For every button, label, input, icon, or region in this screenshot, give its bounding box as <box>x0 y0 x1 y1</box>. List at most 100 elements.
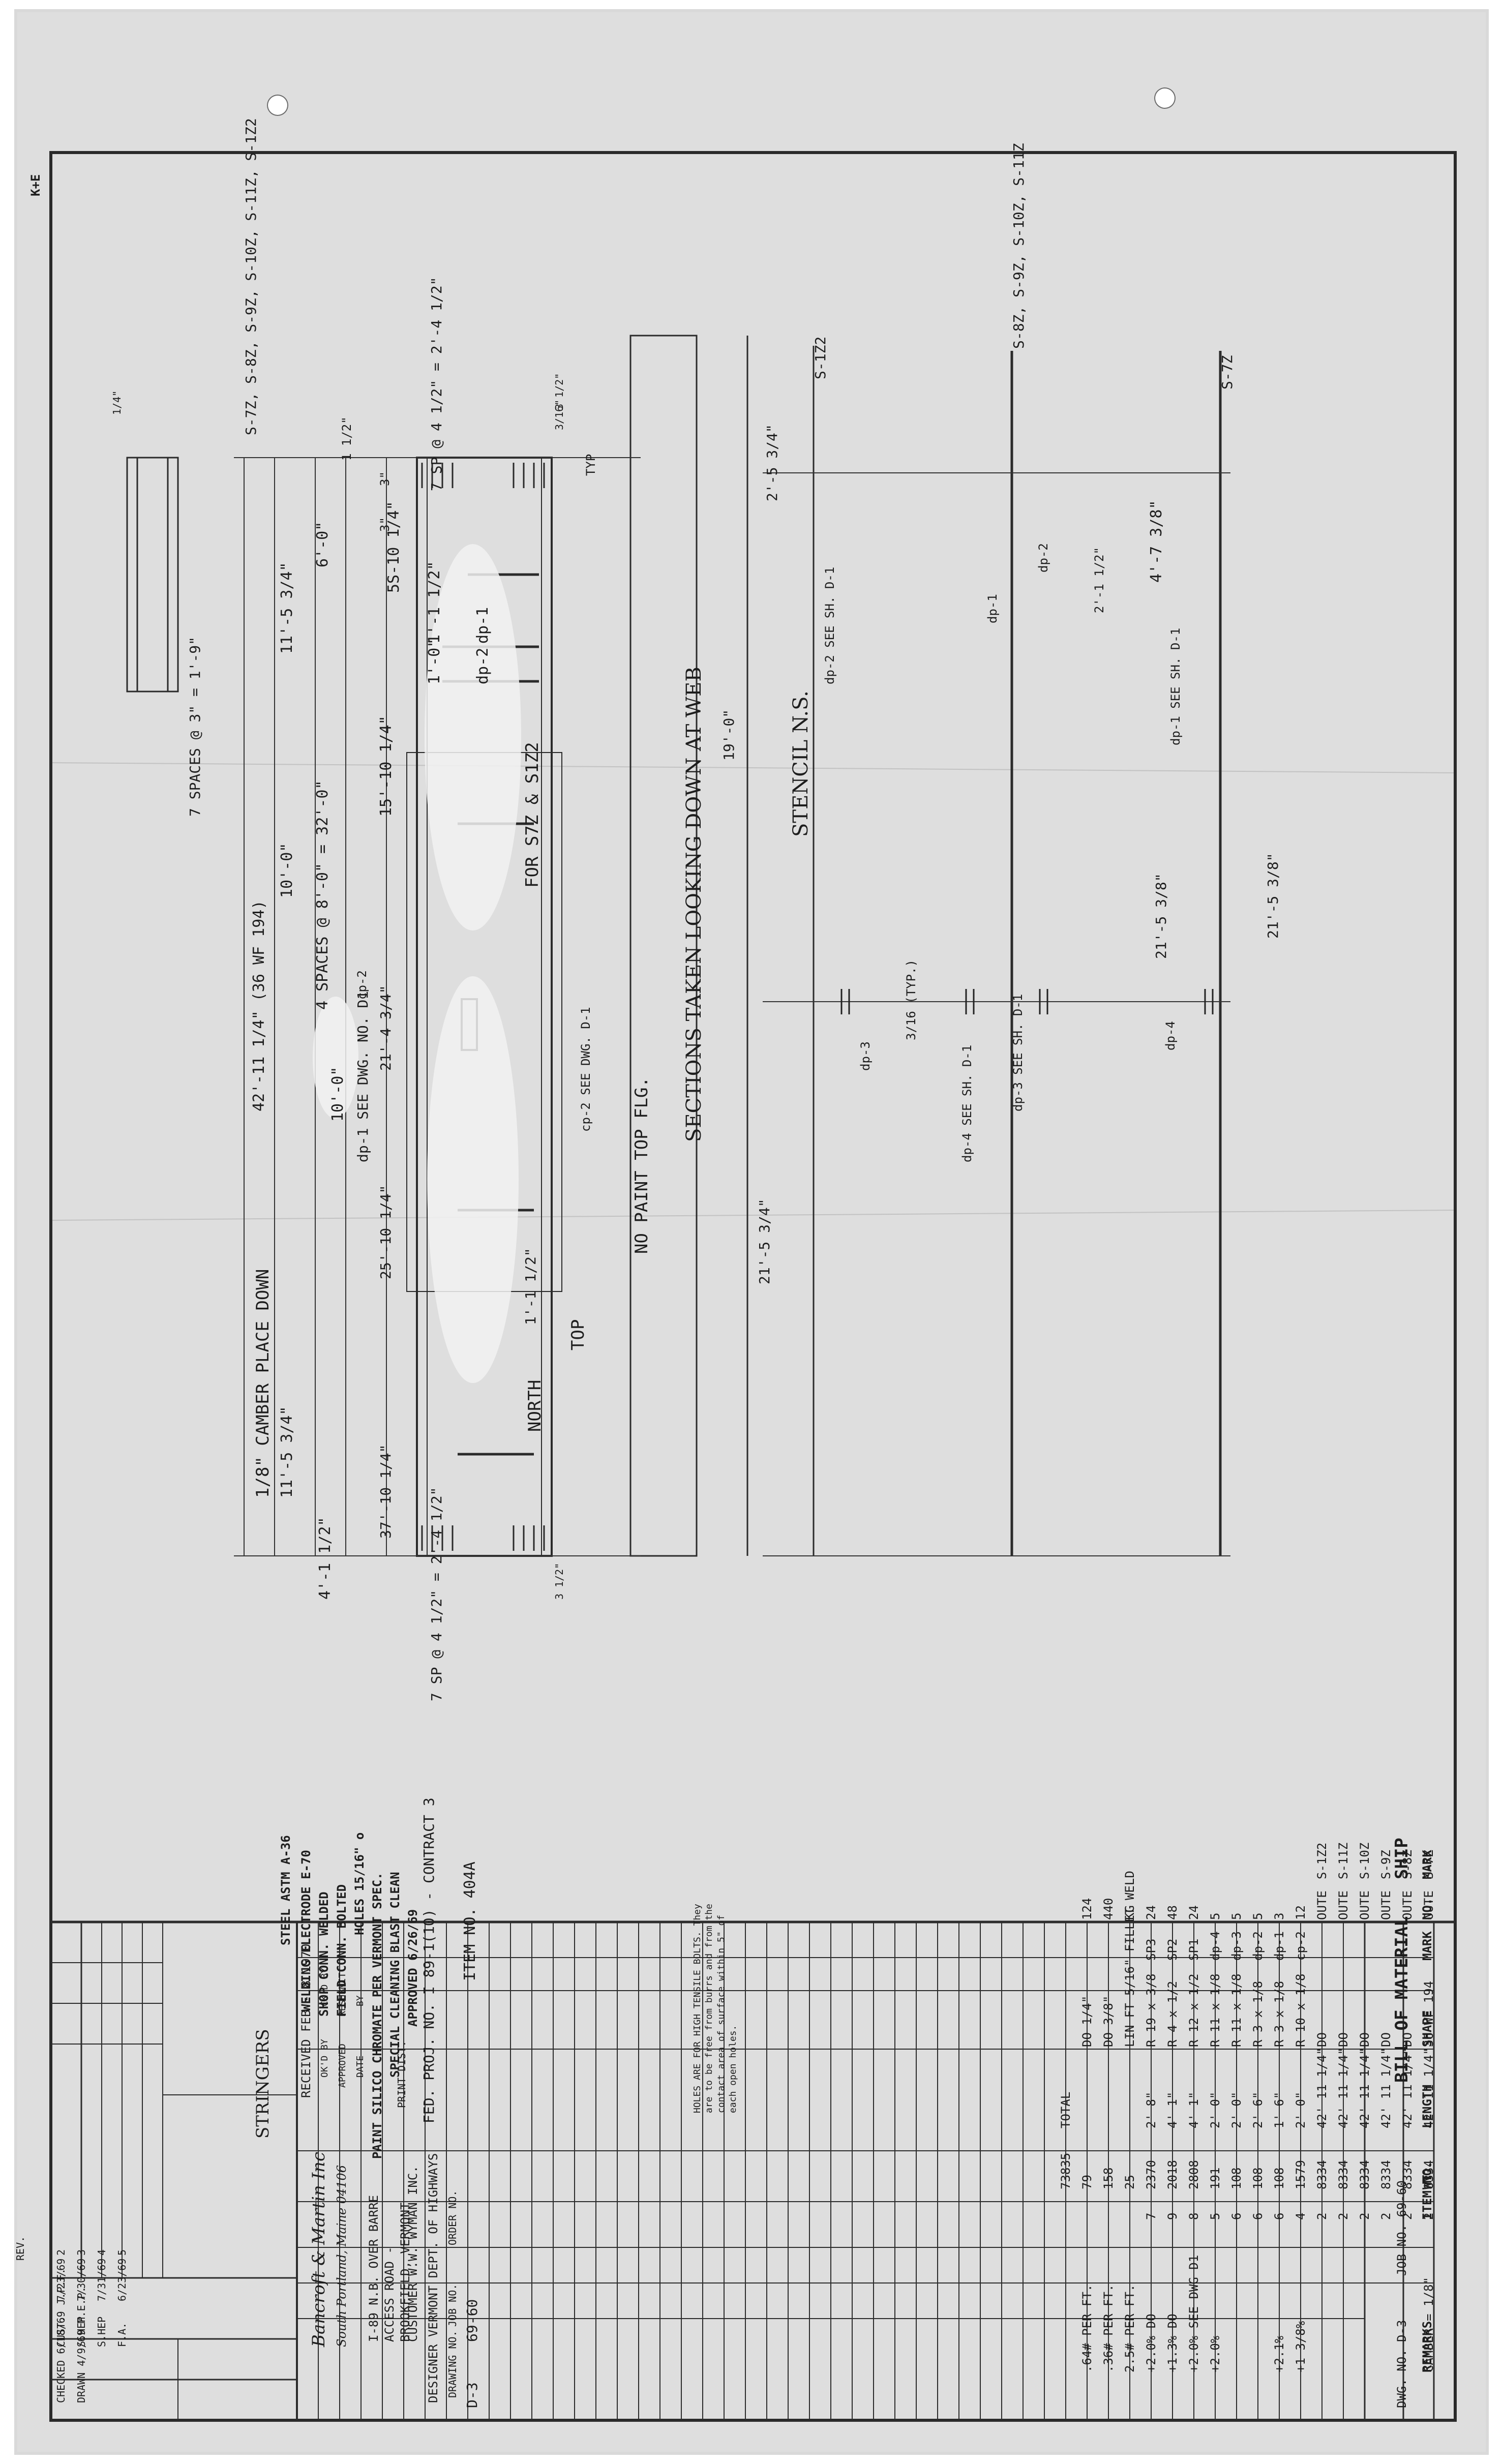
bom-cell-no: 5 <box>1208 1912 1222 1920</box>
tb-company-addr: South Portland, Maine 04106 <box>335 2165 349 2347</box>
dim-21-5: 21'-5 3/4" <box>756 1198 773 1284</box>
bom-cell-shape: 36 WF 194 <box>1422 1980 1436 2047</box>
tb-stringers: STRINGERS <box>253 2029 273 2139</box>
bom-cell-remarks: +2.1% <box>1272 2335 1286 2372</box>
rev-cell: S.HEP <box>75 2316 87 2347</box>
bom-cell-shape: R 3 x 1/8 <box>1251 1980 1265 2047</box>
tb-order-no: ORDER NO. <box>446 2190 459 2245</box>
bom-cell-item: 2 <box>1400 2212 1415 2220</box>
bom-cell-length: 2' 0" <box>1229 2091 1244 2128</box>
item-no: ITEM NO. 404A <box>461 1861 479 1981</box>
bom-cell-mark2: dp-2 <box>1251 1931 1265 1961</box>
bom-cell-shape: DO <box>1336 2032 1350 2047</box>
tb-job-no: 69-60 <box>464 2299 480 2342</box>
bom-cell-no: 24 <box>1187 1905 1201 1920</box>
bom-cell-no: OUTE <box>1315 1890 1329 1920</box>
bom-cell-length: TOTAL <box>1059 2091 1073 2128</box>
bom-cell-no: 24 <box>1144 1905 1158 1920</box>
typ-label: TYP <box>584 454 598 476</box>
dim-1-half: 1 1/2" <box>340 416 354 461</box>
tb-date: DATE <box>355 2055 366 2078</box>
bom-cell-shape: DO <box>1315 2032 1329 2047</box>
dim-19-0: 19'-0" <box>720 709 737 761</box>
bom-cell-length: 42' 11 1/4" <box>1315 2048 1329 2128</box>
bom-cell-length: 2' 0" <box>1294 2091 1308 2128</box>
bom-cell-shape: R 11 x 1/8 <box>1208 1973 1222 2048</box>
sheet-tag: K+E <box>28 174 43 196</box>
bom-cell-mark2: dp-1 <box>1272 1931 1286 1961</box>
bom-cell-shape: R 10 x 1/8 <box>1294 1973 1308 2048</box>
bom-cell-mark: S-9Z <box>1379 1850 1393 1879</box>
dim-6-0: 6'-0" <box>314 521 332 567</box>
bom-cell-item: 2 <box>1358 2212 1372 2220</box>
bom-cell-remarks: +1.3% DO <box>1165 2313 1180 2372</box>
bom-cell-wt: 2370 <box>1144 2160 1158 2189</box>
stencil-label: STENCIL N.S. <box>789 690 813 837</box>
bom-cell-wt: 8334 <box>1422 2160 1436 2189</box>
s82-group-label: S-8Z, S-9Z, S-10Z, S-11Z <box>1010 143 1027 349</box>
bom-cell-item: 2 <box>1379 2212 1393 2220</box>
bom-cell-length: 1' 6" <box>1272 2091 1286 2128</box>
bom-cell-mark: S-1Z2 <box>1315 1842 1329 1879</box>
north-label: NORTH <box>525 1379 545 1432</box>
bom-cell-item: 2 <box>1315 2212 1329 2220</box>
bom-cell-shape: LIN FT 5/16" FILLET WELD <box>1123 1871 1137 2047</box>
dim-1-4: 1/4" <box>111 390 123 415</box>
binder-hole-left <box>267 95 288 116</box>
tb-paint: PAINT SILICO CHROMATE PER VERMONT SPEC. <box>370 1872 384 2159</box>
dim-25-10: 25'-10 1/4" <box>377 1185 394 1279</box>
bom-cell-remarks: 2.5# PER FT. <box>1123 2284 1137 2372</box>
dim-3a: 3" <box>378 471 392 486</box>
for-s72-label: FOR S7Z & S1Z2 <box>522 742 543 888</box>
s72-label: S-7Z <box>1219 355 1236 389</box>
paint-smudges <box>313 544 521 1383</box>
dim-21-5-c: 21'-5 3/8" <box>1265 853 1281 939</box>
four-spaces-label: 4 SPACES @ 8'-0" = 32'-0" <box>314 780 332 1010</box>
bom-cell-wt: 108 <box>1251 2167 1265 2189</box>
bom-cell-mark: S-10Z <box>1358 1842 1372 1879</box>
dp1-label: dp-1 <box>474 607 492 644</box>
bom-cell-shape: DO 3/8" <box>1101 1995 1116 2047</box>
bom-cell-item: 6 <box>1251 2212 1265 2220</box>
bom-cell-length: 2' 8" <box>1144 2091 1158 2128</box>
bom-cell-wt: 1579 <box>1294 2160 1308 2189</box>
bom-cell-shape: DO <box>1379 2032 1393 2047</box>
bom-cell-shape: DO <box>1400 2032 1415 2047</box>
holes-note: HOLES ARE FOR HIGH TENSILE BOLTS. They a… <box>692 1904 739 2113</box>
bom-cell-mark: S-7Z <box>1422 1850 1436 1879</box>
dp4-label: dp-4 <box>1163 1021 1178 1050</box>
bom-cell-wt: 2808 <box>1187 2160 1201 2189</box>
bom-cell-wt: 73835 <box>1059 2152 1073 2189</box>
bom-cell-item: 7 <box>1144 2212 1158 2220</box>
dim-5-10: 5S-10 1/4" <box>385 501 403 593</box>
dp2-see-label: dp-2 SEE SH. D-1 <box>823 566 837 684</box>
dim-4-1: 4'-1 1/2" <box>316 1517 334 1600</box>
bom-cell-wt: 79 <box>1080 2175 1094 2189</box>
bom-cell-wt: 2018 <box>1165 2160 1180 2189</box>
tb-customer: CUSTOMER W.W. WYMAN INC. <box>406 2166 420 2342</box>
rev-cell: F.A. <box>116 2322 128 2347</box>
dp3-see-label: dp-3 SEE SH. D-1 <box>1011 994 1025 1111</box>
dim-42-11: 42'-11 1/4" (36 WF 194) <box>250 900 268 1111</box>
tb-designer: DESIGNER VERMONT DEPT. OF HIGHWAYS <box>426 2153 440 2403</box>
bom-cell-item: 8 <box>1187 2212 1201 2220</box>
bom-cell-no: 5 <box>1229 1912 1244 1920</box>
bom-cell-no: 3 <box>1272 1912 1286 1920</box>
sheet-border <box>49 151 1457 2422</box>
bom-cell-remarks: +2.0% <box>1208 2335 1222 2372</box>
bom-cell-length: 42' 11 1/4" <box>1358 2048 1372 2128</box>
tb-approved: APPROVED 6/26/69 <box>406 1909 420 2027</box>
bom-cell-length: 2' 6" <box>1251 2091 1265 2128</box>
bom-cell-mark2: cp-2 <box>1294 1931 1308 1961</box>
tb-drawing-no: D-3 <box>464 2382 480 2408</box>
rev-cell: 2 <box>55 2249 67 2256</box>
tb-approved-stamp: APPROVED <box>337 2044 348 2088</box>
bom-cell-wt: 108 <box>1229 2167 1244 2189</box>
rev-cell: 7/31/69 <box>96 2258 108 2301</box>
rev-cell: 7/23/69 <box>55 2258 67 2301</box>
bom-cell-wt: 191 <box>1208 2167 1222 2189</box>
tb-okd-by: OK'D BY <box>319 2039 330 2078</box>
bom-cell-remarks: .36# PER FT. <box>1101 2284 1116 2372</box>
bom-cell-length: 4' 1" <box>1165 2091 1180 2128</box>
